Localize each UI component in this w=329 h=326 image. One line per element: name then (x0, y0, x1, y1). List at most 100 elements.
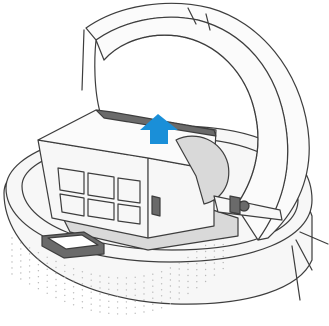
grill-dot (135, 295, 136, 296)
grill-dot (152, 298, 153, 299)
grill-dot (187, 263, 188, 264)
grill-dot (126, 313, 127, 314)
grill-dot (170, 297, 171, 298)
grill-dot (170, 267, 171, 268)
grill-dot (152, 292, 153, 293)
grill-dot (82, 301, 83, 302)
grill-dot (161, 301, 162, 302)
grill-dot (91, 274, 92, 275)
grill-dot (143, 305, 144, 306)
grill-dot (38, 276, 39, 277)
grill-dot (223, 268, 224, 269)
grill-dot (179, 280, 180, 281)
grill-dot (108, 295, 109, 296)
grill-dot (99, 293, 100, 294)
grill-dot (73, 298, 74, 299)
dustbin (38, 110, 216, 238)
grill-dot (196, 263, 197, 264)
grill-dot (55, 279, 56, 280)
grill-dot (38, 252, 39, 253)
grill-dot (99, 275, 100, 276)
grill-dot (187, 269, 188, 270)
grill-dot (64, 301, 65, 302)
grill-dot (117, 283, 118, 284)
grill-dot (223, 244, 224, 245)
grill-dot (108, 277, 109, 278)
grill-dot (152, 286, 153, 287)
grill-dot (55, 285, 56, 286)
grill-dot (11, 267, 12, 268)
grill-dot (91, 280, 92, 281)
grill-dot (170, 273, 171, 274)
grill-dot (196, 269, 197, 270)
grill-dot (82, 283, 83, 284)
grill-dot (126, 301, 127, 302)
grill-dot (99, 299, 100, 300)
grill-dot (91, 292, 92, 293)
grill-dot (47, 293, 48, 294)
grill-dot (179, 274, 180, 275)
grill-dot (108, 307, 109, 308)
grill-dot (20, 278, 21, 279)
grill-dot (29, 277, 30, 278)
grill-dot (55, 297, 56, 298)
grill-dot (117, 301, 118, 302)
lid-left-edge (95, 40, 100, 112)
grill-dot (11, 261, 12, 262)
grill-dot (135, 313, 136, 314)
grill-dot (223, 262, 224, 263)
grill-dot (223, 256, 224, 257)
grill-dot (135, 307, 136, 308)
grill-dot (161, 289, 162, 290)
grill-dot (187, 275, 188, 276)
grill-dot (214, 256, 215, 257)
grill-dot (170, 291, 171, 292)
grill-dot (126, 277, 127, 278)
grill-dot (196, 275, 197, 276)
grill-dot (47, 269, 48, 270)
grill-dot (135, 277, 136, 278)
grill-dot (152, 304, 153, 305)
grill-dot (47, 275, 48, 276)
grill-dot (161, 283, 162, 284)
grill-dot (126, 289, 127, 290)
dustbin-latch (152, 196, 160, 216)
grill-dot (11, 255, 12, 256)
grill-dot (117, 307, 118, 308)
grill-dot (161, 295, 162, 296)
grill-dot (179, 268, 180, 269)
grill-dot (38, 270, 39, 271)
grill-dot (187, 287, 188, 288)
grill-dot (143, 275, 144, 276)
grill-dot (38, 258, 39, 259)
grill-dot (179, 262, 180, 263)
grill-dot (73, 292, 74, 293)
grill-dot (20, 248, 21, 249)
grill-dot (73, 304, 74, 305)
grill-dot (135, 301, 136, 302)
grill-dot (126, 307, 127, 308)
grill-dot (108, 313, 109, 314)
grill-dot (143, 281, 144, 282)
grill-dot (205, 251, 206, 252)
grill-dot (135, 289, 136, 290)
grill-dot (161, 271, 162, 272)
grill-dot (170, 285, 171, 286)
grill-dot (47, 263, 48, 264)
grill-dot (20, 242, 21, 243)
grill-dot (55, 291, 56, 292)
grill-dot (126, 295, 127, 296)
grill-dot (117, 313, 118, 314)
grill-dot (214, 262, 215, 263)
grill-dot (64, 265, 65, 266)
grill-dot (170, 279, 171, 280)
grill-dot (29, 283, 30, 284)
grill-dot (179, 298, 180, 299)
grill-dot (64, 271, 65, 272)
grill-dot (196, 251, 197, 252)
grill-dot (143, 299, 144, 300)
grill-dot (47, 281, 48, 282)
grill-dot (161, 307, 162, 308)
